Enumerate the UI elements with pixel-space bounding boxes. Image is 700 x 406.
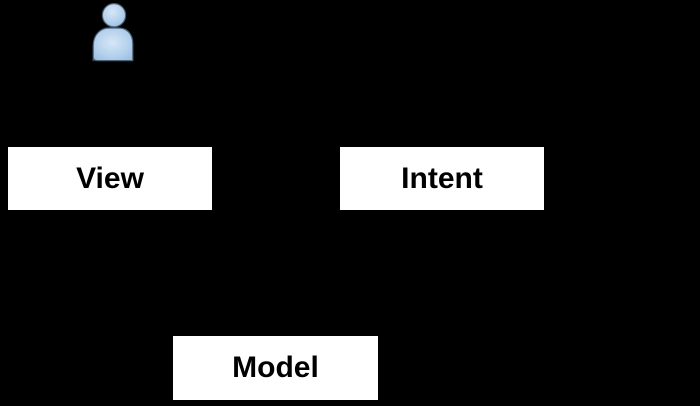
node-intent-label: Intent [401,161,483,195]
node-model: Model [173,336,378,400]
node-view: View [8,147,212,210]
node-intent: Intent [340,147,544,210]
node-model-label: Model [232,351,319,384]
node-view-label: View [76,161,144,195]
user-icon [92,2,134,62]
user-actor [91,2,135,63]
